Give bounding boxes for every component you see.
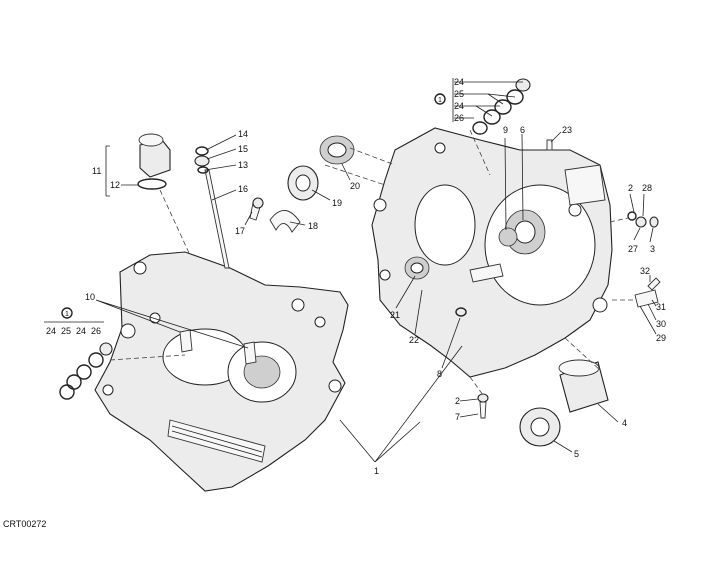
kit-symbol-top: 1	[438, 97, 442, 104]
callout-9: 9	[503, 125, 508, 135]
callout-18: 18	[308, 221, 318, 231]
callout-22: 22	[409, 335, 419, 345]
assembly-line	[469, 376, 484, 396]
assembly-line	[109, 354, 186, 361]
part-11-bracket	[105, 145, 110, 197]
callout-15: 15	[238, 144, 248, 154]
right-crankcase-half	[371, 127, 613, 378]
retaining-plate-part-18	[269, 210, 301, 233]
callout-25: 25	[61, 326, 71, 336]
callout-21: 21	[390, 310, 400, 320]
assembly-line	[349, 147, 396, 166]
callout-24: 24	[46, 326, 56, 336]
washer-stack-left	[59, 342, 113, 400]
callout-11: 11	[92, 166, 101, 176]
callout-26: 26	[91, 326, 101, 336]
assembly-line	[324, 164, 386, 186]
callout-6: 6	[520, 125, 525, 135]
breather-cap-part-11	[137, 133, 171, 190]
callout-2: 2	[628, 183, 633, 193]
assembly-line	[609, 217, 629, 223]
callout-5: 5	[574, 449, 579, 459]
pin-part-23	[546, 139, 553, 151]
fitting-parts-29-32	[634, 277, 661, 308]
callout-23: 23	[562, 125, 572, 135]
callout-3: 3	[650, 244, 655, 254]
bolt-part-17	[249, 197, 264, 221]
callout-19: 19	[332, 198, 342, 208]
callout-24: 24	[76, 326, 86, 336]
assembly-line	[469, 129, 491, 176]
callout-14: 14	[238, 129, 248, 139]
sensor-parts-27-28	[627, 211, 659, 228]
leader-lines	[95, 81, 657, 463]
callout-17: 17	[235, 226, 245, 236]
callout-labels: 1 2 2 3 4 5 6 7 8 9 10 11 12 13 14 15 16…	[46, 77, 666, 476]
callout-13: 13	[238, 160, 248, 170]
callout-10: 10	[85, 292, 95, 302]
plug-parts-2-7	[477, 393, 489, 419]
bushing-part-20	[319, 135, 355, 165]
assembly-line	[159, 189, 191, 256]
callout-31: 31	[656, 302, 666, 312]
callout-4: 4	[622, 418, 627, 428]
left-crankcase-half	[94, 251, 349, 492]
callout-25: 25	[454, 89, 464, 99]
bearing-part-19	[287, 165, 319, 201]
callout-1: 1	[374, 466, 379, 476]
callout-2: 2	[455, 396, 460, 406]
bearing-part-5	[519, 407, 561, 447]
callout-26: 26	[454, 113, 464, 123]
document-code: CRT00272	[3, 519, 47, 529]
callout-24: 24	[454, 101, 464, 111]
callout-29: 29	[656, 333, 666, 343]
callout-20: 20	[350, 181, 360, 191]
kit-symbol-icon	[434, 93, 446, 105]
callout-24: 24	[454, 77, 464, 87]
dipstick-part-16	[194, 146, 230, 269]
callout-12: 12	[110, 180, 120, 190]
callout-30: 30	[656, 319, 666, 329]
callout-8: 8	[437, 369, 442, 379]
callout-32: 32	[640, 266, 650, 276]
callout-27: 27	[628, 244, 638, 254]
callout-7: 7	[455, 412, 460, 422]
kit-symbol-left: 1	[65, 311, 69, 318]
bearing-part-4	[558, 359, 609, 413]
kit-symbol-icon	[61, 307, 73, 319]
callout-16: 16	[238, 184, 248, 194]
callout-28: 28	[642, 183, 652, 193]
